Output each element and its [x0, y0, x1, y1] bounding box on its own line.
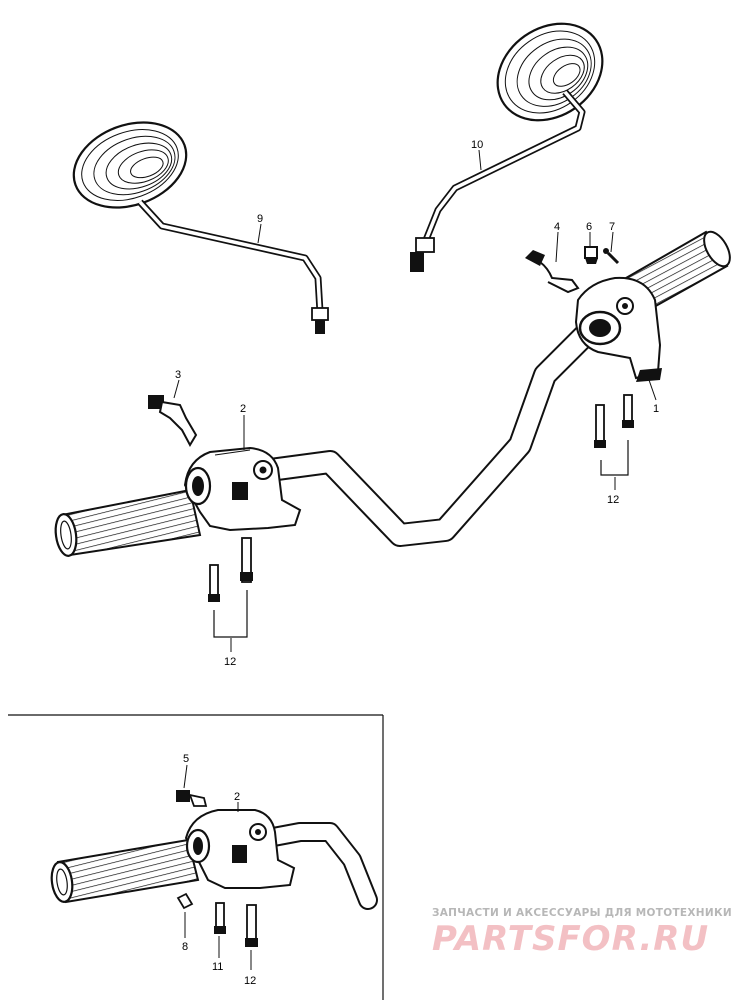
- inset-grip: [50, 838, 200, 904]
- right-switch-housing: [574, 276, 662, 382]
- screw-part-7: [603, 248, 620, 265]
- callout-12-inset: 12: [244, 975, 256, 987]
- dimmer-switch-knob: [148, 395, 198, 448]
- left-switch-housing: [183, 446, 302, 532]
- inset-part-8: [176, 892, 194, 910]
- right-bolts: [594, 394, 634, 476]
- handlebar: [258, 318, 602, 547]
- callout-12-right: 12: [607, 494, 619, 506]
- callout-1: 1: [653, 403, 659, 415]
- callout-4: 4: [554, 221, 560, 233]
- callout-8-inset: 8: [182, 941, 188, 953]
- leader-lines: [173, 149, 657, 652]
- left-bolts: [208, 537, 253, 638]
- left-grip: [54, 488, 202, 557]
- callout-10: 10: [471, 139, 483, 151]
- callout-12-left: 12: [224, 656, 236, 668]
- inset-frame: [8, 714, 384, 1000]
- clip-part-6: [584, 246, 598, 264]
- inset-switch-knob-5: [176, 790, 208, 807]
- watermark-tagline: ЗАПЧАСТИ И АКСЕССУАРЫ ДЛЯ МОТОТЕХНИКИ: [432, 907, 732, 919]
- inset-bolts: [214, 902, 258, 947]
- throttle-cable-lever: [525, 250, 580, 294]
- callout-2-main: 2: [240, 403, 246, 415]
- callout-11-inset: 11: [212, 961, 223, 973]
- callout-5-inset: 5: [183, 753, 189, 765]
- callout-3: 3: [175, 369, 181, 381]
- inset-leader-lines: [183, 764, 252, 970]
- callout-2-inset: 2: [234, 791, 240, 803]
- left-mirror: [72, 121, 329, 334]
- callout-7: 7: [609, 221, 615, 233]
- inset-handlebar: [258, 822, 378, 910]
- watermark-logo: PARTSFOR.RU: [432, 919, 709, 959]
- callout-9: 9: [257, 213, 263, 225]
- callout-6: 6: [586, 221, 592, 233]
- right-mirror: [410, 22, 604, 272]
- inset-switch-housing: [184, 809, 296, 889]
